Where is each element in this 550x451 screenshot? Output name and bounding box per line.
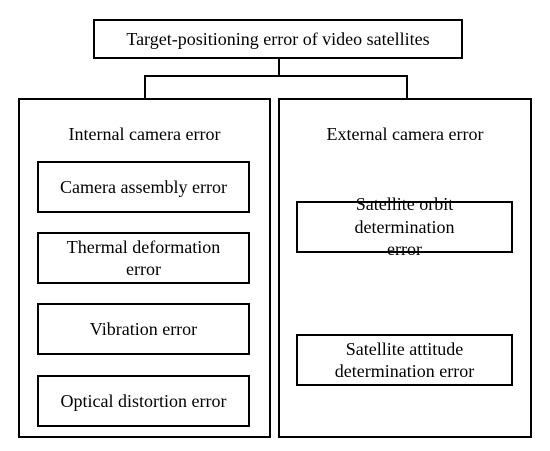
internal-error-title: Internal camera error bbox=[68, 124, 221, 144]
internal-item-thermal-deformation: Thermal deformation error bbox=[37, 232, 250, 284]
external-item-attitude-determination: Satellite attitude determination error bbox=[296, 334, 513, 386]
internal-item-label: Camera assembly error bbox=[60, 176, 227, 197]
external-error-title: External camera error bbox=[326, 124, 484, 144]
external-error-group: External camera error bbox=[278, 98, 532, 438]
root-node-label: Target-positioning error of video satell… bbox=[126, 28, 430, 49]
internal-item-vibration: Vibration error bbox=[37, 303, 250, 355]
external-item-orbit-determination: Satellite orbit determination error bbox=[296, 194, 513, 259]
connector-left-branch bbox=[144, 75, 146, 99]
connector-root-stem bbox=[278, 59, 280, 76]
connector-right-branch bbox=[406, 75, 408, 99]
root-node: Target-positioning error of video satell… bbox=[93, 19, 463, 59]
internal-item-label: Vibration error bbox=[89, 318, 198, 339]
connector-horizontal bbox=[144, 75, 408, 77]
internal-item-camera-assembly: Camera assembly error bbox=[37, 161, 250, 213]
internal-item-label: Optical distortion error bbox=[60, 390, 227, 411]
internal-item-optical-distortion: Optical distortion error bbox=[37, 375, 250, 427]
internal-item-label: Thermal deformation error bbox=[66, 236, 221, 280]
external-item-label: Satellite attitude determination error bbox=[334, 338, 475, 382]
external-item-label: Satellite orbit determination error bbox=[354, 194, 455, 260]
